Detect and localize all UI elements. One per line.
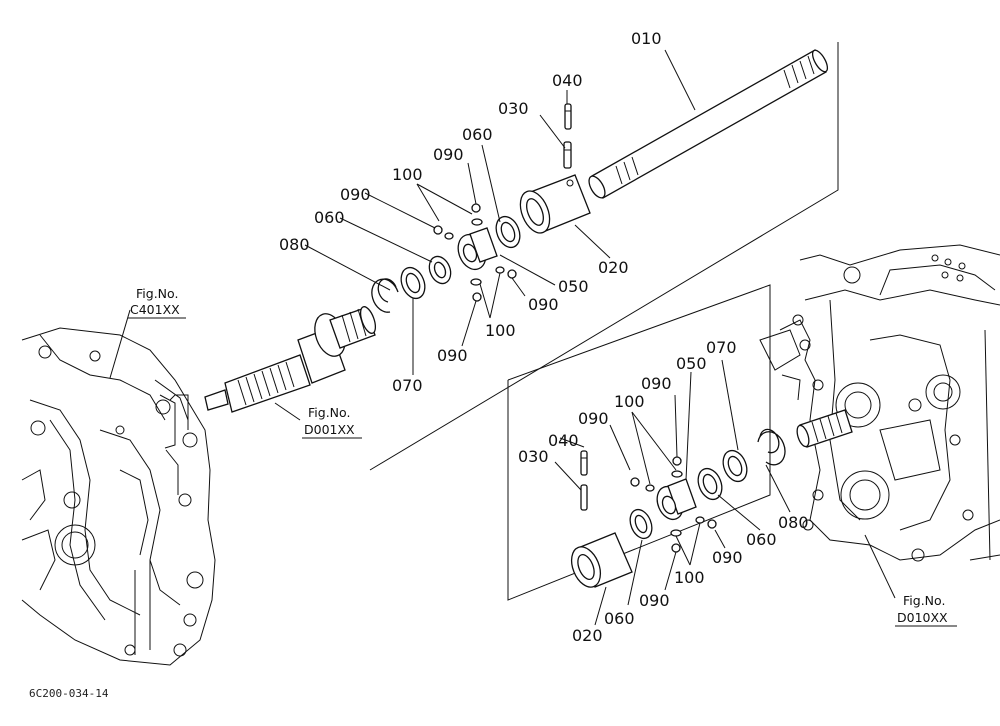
callout-060-upper-right: 060 [462,125,493,144]
callout-020-upper: 020 [598,258,629,277]
lower-pin-030 [580,484,588,511]
callout-050-upper: 050 [558,277,589,296]
lower-washer-060-right [697,467,723,501]
lower-balls-090 [630,456,717,553]
callout-080-upper: 080 [279,235,310,254]
callout-100-lower-bottom: 100 [674,568,705,587]
callout-010: 010 [631,29,662,48]
lower-pin-040 [580,450,588,476]
leader-lines [109,49,896,626]
fig-ref-d010-title: Fig.No. [903,593,945,608]
center-drive-shaft [204,306,377,413]
fig-ref-c401: Fig.No. C401XX [128,286,186,319]
lower-washer-070 [722,449,748,483]
lower-snap-ring-080 [757,428,786,466]
callout-070-upper: 070 [392,376,423,395]
callout-100-upper-top: 100 [392,165,423,184]
callout-060-upper-left: 060 [314,208,345,227]
callout-060-lower-right: 060 [746,530,777,549]
left-transmission-housing [21,327,216,666]
upper-washer-070 [400,266,426,300]
fig-ref-d010: Fig.No. D010XX [895,593,957,627]
callout-090-lower-bottom: 090 [639,591,670,610]
callout-030-lower: 030 [518,447,549,466]
callout-090-upper-left: 090 [340,185,371,204]
upper-pin-030 [563,141,572,169]
fig-ref-d010-code: D010XX [897,610,948,625]
lower-hub-050 [656,478,697,521]
upper-assembly-boundary [369,42,839,471]
callout-labels: 010 040 030 060 090 100 090 060 080 020 … [279,29,809,645]
upper-snap-ring-080 [371,278,399,313]
upper-balls-090 [433,203,517,302]
figure-code: 6C200-034-14 [29,687,109,700]
callout-070-lower: 070 [706,338,737,357]
fig-ref-d001-code: D001XX [304,422,355,437]
lower-o-rings-100 [645,470,705,537]
callout-050-lower: 050 [676,354,707,373]
lower-washer-060-left [629,508,653,540]
upper-coupling-020 [519,174,591,234]
callout-090-upper-top: 090 [433,145,464,164]
callout-040-lower: 040 [548,431,579,450]
upper-hub-050 [457,227,498,271]
callout-090-lower-right: 090 [712,548,743,567]
upper-washer-060-left [428,255,452,285]
upper-washer-060-right [495,215,521,249]
right-output-shaft [796,409,853,448]
callout-040-upper: 040 [552,71,583,90]
fig-ref-d001-title: Fig.No. [308,405,350,420]
callout-020-lower: 020 [572,626,603,645]
callout-080-lower: 080 [778,513,809,532]
callout-090-lower-top: 090 [641,374,672,393]
callout-060-lower-left: 060 [604,609,635,628]
callout-100-upper-bottom: 100 [485,321,516,340]
callout-090-upper-bottom: 090 [437,346,468,365]
callout-090-upper-right: 090 [528,295,559,314]
upper-o-rings-100 [444,218,505,286]
callout-030-upper: 030 [498,99,529,118]
upper-pin-040 [564,103,572,130]
lower-coupling-020 [570,532,633,588]
callout-100-lower-top: 100 [614,392,645,411]
upper-shaft-010 [588,49,829,199]
fig-ref-d001: Fig.No. D001XX [302,405,362,439]
fig-ref-c401-title: Fig.No. [136,286,178,301]
callout-090-lower-left: 090 [578,409,609,428]
lower-assembly-boundary [507,284,771,601]
fig-ref-c401-code: C401XX [130,302,180,317]
